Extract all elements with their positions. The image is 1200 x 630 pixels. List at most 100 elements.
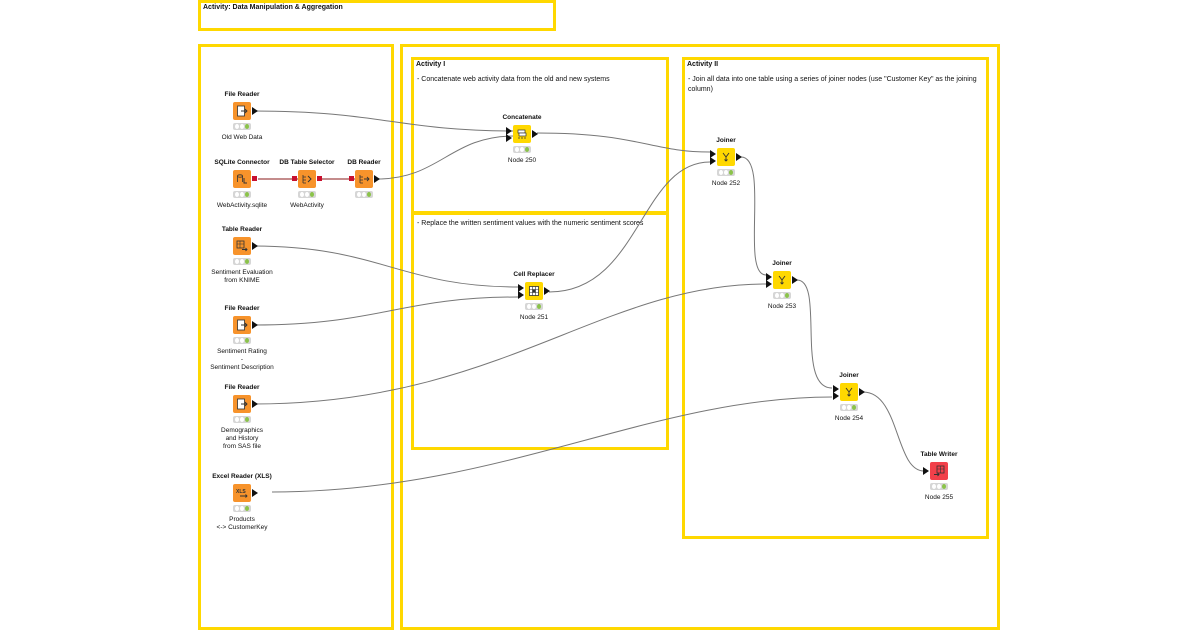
joiner-icon[interactable] [710,148,742,166]
node-excel-reader[interactable]: Excel Reader (XLS) XLS Products <-> Cust… [182,473,302,532]
node-db-reader[interactable]: DB Reader [304,159,424,202]
db-output-port-icon[interactable] [252,176,257,181]
node-joiner-253[interactable]: Joiner Node 253 [722,260,842,311]
wire-file-reader2-to-cellreplacer [252,296,519,326]
node-title: Joiner [772,260,792,267]
file-reader-icon[interactable] [233,395,258,413]
annotation-title: Activity I [416,61,446,68]
joiner-icon[interactable] [766,271,798,289]
db-input-port-icon[interactable] [349,176,354,181]
annotation-activity-2[interactable]: Activity II - Join all data into one tab… [682,57,989,539]
node-label[interactable]: Demographics and History from SAS file [221,427,263,450]
input-port-icon[interactable] [506,134,512,142]
node-label[interactable]: WebActivity.sqlite [216,202,268,209]
output-port-icon[interactable] [859,388,865,396]
input-port-icon[interactable] [518,291,524,299]
output-port-icon[interactable] [792,276,798,284]
node-label[interactable]: Node 254 [834,415,864,422]
node-file-reader-old-web[interactable]: File Reader Old Web Data [182,91,302,142]
file-reader-icon[interactable] [233,316,258,334]
input-port-icon[interactable] [518,284,524,292]
annotation-replace[interactable]: - Replace the written sentiment values w… [411,212,669,450]
cell-replacer-icon[interactable] [518,282,550,300]
node-title: SQLite Connector [214,159,270,166]
output-port-icon[interactable] [532,130,538,138]
wire-file-reader3-to-joiner2 [252,283,767,405]
output-port-icon[interactable] [544,287,550,295]
joiner-icon[interactable] [833,383,865,401]
input-port-icon[interactable] [766,280,772,288]
node-title: File Reader [224,384,260,391]
table-reader-icon[interactable] [233,237,258,255]
output-port-icon[interactable] [252,107,258,115]
node-status-icon [233,416,251,423]
node-title: Table Writer [920,451,958,458]
table-writer-icon[interactable] [923,462,948,480]
excel-reader-icon[interactable]: XLS [233,484,258,502]
input-port-icon[interactable] [710,157,716,165]
node-status-icon [513,146,531,153]
annotation-text: - Concatenate web activity data from the… [417,76,610,83]
wire-joiner2-to-joiner3 [796,279,833,389]
db-input-port-icon[interactable] [292,176,297,181]
db-reader-icon[interactable] [349,170,380,188]
annotation-sources[interactable] [198,44,394,630]
node-joiner-254[interactable]: Joiner Node 254 [789,372,909,423]
wire-joiner1-to-joiner2 [740,156,767,276]
output-port-icon[interactable] [252,400,258,408]
annotation-activities[interactable] [400,44,1000,630]
concatenate-icon[interactable] [506,125,538,143]
node-label[interactable]: Node 250 [507,157,537,164]
node-table-reader[interactable]: Table Reader Sentiment Evaluation from K… [182,226,302,285]
wire-cellreplacer-to-joiner1 [548,161,711,293]
db-output-port-icon[interactable] [317,176,322,181]
node-title: Excel Reader (XLS) [212,473,272,480]
annotation-text: - Join all data into one table using a s… [688,76,977,93]
input-port-icon[interactable] [833,385,839,393]
node-title: Joiner [839,372,859,379]
input-port-icon[interactable] [506,127,512,135]
node-status-icon [525,303,543,310]
node-label[interactable]: Node 255 [924,494,954,501]
node-file-reader-demographics[interactable]: File Reader Demographics and History fro… [182,384,302,451]
node-status-icon [298,191,316,198]
output-port-icon[interactable] [374,175,380,183]
node-table-writer[interactable]: Table Writer Node 255 [879,451,999,502]
wire-joiner3-to-tablewriter [862,391,925,472]
output-port-icon[interactable] [252,321,258,329]
node-label[interactable]: Node 253 [767,303,797,310]
node-status-icon [233,258,251,265]
node-status-icon [930,483,948,490]
input-port-icon[interactable] [923,467,929,475]
node-sqlite-connector[interactable]: SQLite Connector WebActivity.sqlite [182,159,302,210]
node-db-table-selector[interactable]: DB Table Selector WebActivity [247,159,367,210]
node-file-reader-sentiment[interactable]: File Reader Sentiment Rating - Sentiment… [182,305,302,372]
db-table-selector-icon[interactable] [292,170,322,188]
node-joiner-252[interactable]: Joiner Node 252 [666,137,786,188]
node-label[interactable]: WebActivity [290,202,324,209]
node-title: Table Reader [221,226,263,233]
output-port-icon[interactable] [252,242,258,250]
annotation-text: - Replace the written sentiment values w… [417,220,644,227]
output-port-icon[interactable] [736,153,742,161]
node-status-icon [717,169,735,176]
node-label[interactable]: Sentiment Rating - Sentiment Description [210,348,274,371]
node-status-icon [355,191,373,198]
annotation-main-title[interactable]: Activity: Data Manipulation & Aggregatio… [198,0,556,31]
input-port-icon[interactable] [766,273,772,281]
node-label[interactable]: Node 251 [519,314,549,321]
input-port-icon[interactable] [833,392,839,400]
sqlite-connector-icon[interactable] [233,170,257,188]
node-label[interactable]: Node 252 [711,180,741,187]
input-port-icon[interactable] [710,150,716,158]
node-cell-replacer[interactable]: Cell Replacer Node 251 [474,271,594,322]
node-concatenate[interactable]: Concatenate Node 250 [462,114,582,165]
node-label[interactable]: Products <-> CustomerKey [216,516,268,531]
node-label[interactable]: Sentiment Evaluation from KNIME [211,269,273,284]
excel-icon-text: XLS [236,489,246,495]
node-label[interactable]: Old Web Data [221,134,263,141]
output-port-icon[interactable] [252,489,258,497]
node-title: DB Reader [347,159,381,166]
file-reader-icon[interactable] [233,102,258,120]
